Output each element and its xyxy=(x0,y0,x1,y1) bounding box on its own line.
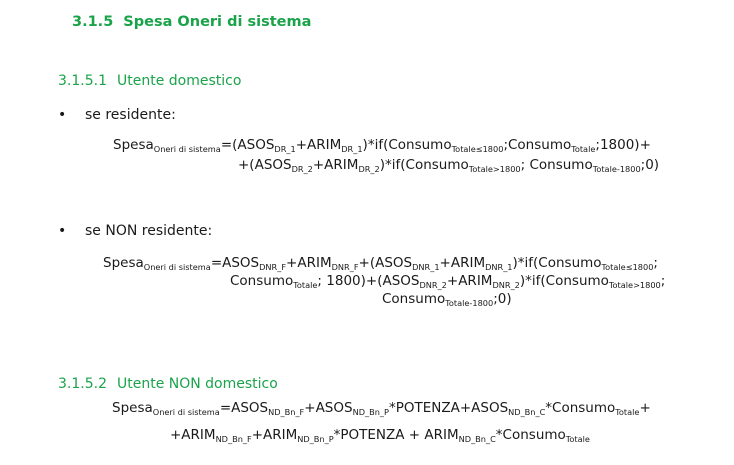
formula-text: + xyxy=(639,400,651,416)
bullet-residente: • se residente: xyxy=(58,107,176,123)
formula-non-domestico-line-2: +ARIMND_Bn_F+ARIMND_Bn_P*POTENZA + ARIMN… xyxy=(170,427,590,443)
formula-text: +ARIM xyxy=(170,427,216,443)
subsection-number: 3.1.5.1 xyxy=(58,73,107,89)
bullet-non-residente: • se NON residente: xyxy=(58,223,212,239)
formula-text: +ARIM xyxy=(312,157,359,173)
bullet-text: se residente: xyxy=(85,107,176,123)
formula-subscript: Oneri di sistema xyxy=(153,144,221,154)
formula-subscript: Totale xyxy=(615,407,640,417)
formula-subscript: Totale xyxy=(293,280,318,290)
formula-text: Consumo xyxy=(230,273,294,289)
formula-text: *POTENZA + ARIM xyxy=(333,427,459,443)
formula-residente-line-2: +(ASOSDR_2+ARIMDR_2)*if(ConsumoTotale>18… xyxy=(238,157,659,173)
formula-text: =(ASOS xyxy=(220,137,275,153)
formula-text: Spesa xyxy=(112,400,153,416)
formula-subscript: DNR_F xyxy=(331,262,359,272)
formula-subscript: ND_Bn_P xyxy=(352,407,389,417)
formula-text: )*if(Consumo xyxy=(519,273,609,289)
formula-non-residente-line-2: ConsumoTotale; 1800)+(ASOSDNR_2+ARIMDNR_… xyxy=(230,273,665,289)
formula-subscript: DR_1 xyxy=(341,144,363,154)
formula-subscript: DNR_1 xyxy=(412,262,440,272)
formula-subscript: Totale xyxy=(571,144,596,154)
formula-text: +ARIM xyxy=(286,255,332,271)
formula-text: ; 1800)+(ASOS xyxy=(317,273,420,289)
formula-subscript: Totale>1800 xyxy=(608,280,661,290)
formula-subscript: Totale>1800 xyxy=(468,164,521,174)
subsection-title: Utente NON domestico xyxy=(116,376,278,392)
formula-subscript: DNR_2 xyxy=(492,280,520,290)
formula-text: +ARIM xyxy=(251,427,298,443)
formula-non-domestico-line-1: SpesaOneri di sistema=ASOSND_Bn_F+ASOSND… xyxy=(112,400,651,416)
formula-text: ;1800)+ xyxy=(595,137,651,153)
subsection-title: Utente domestico xyxy=(116,73,242,89)
formula-subscript: DR_2 xyxy=(358,164,380,174)
formula-text: +(ASOS xyxy=(238,157,292,173)
section-heading: 3.1.5 Spesa Oneri di sistema xyxy=(72,14,311,30)
formula-text: +ARIM xyxy=(446,273,493,289)
formula-subscript: Oneri di sistema xyxy=(152,407,220,417)
subsection-number: 3.1.5.2 xyxy=(58,376,107,392)
formula-subscript: Totale xyxy=(565,434,590,444)
formula-subscript: Oneri di sistema xyxy=(143,262,211,272)
formula-subscript: ND_Bn_C xyxy=(508,407,546,417)
formula-subscript: Totale-1800 xyxy=(445,298,494,308)
formula-text: +ARIM xyxy=(439,255,486,271)
formula-residente-line-1: SpesaOneri di sistema=(ASOSDR_1+ARIMDR_1… xyxy=(113,137,651,153)
formula-text: +ASOS xyxy=(304,400,353,416)
formula-text: ;0) xyxy=(493,291,512,307)
formula-text: *Consumo xyxy=(495,427,566,443)
subsection-heading-non-domestic: 3.1.5.2 Utente NON domestico xyxy=(58,376,278,392)
formula-non-residente-line-1: SpesaOneri di sistema=ASOSDNR_F+ARIMDNR_… xyxy=(103,255,658,271)
formula-subscript: DR_1 xyxy=(274,144,296,154)
formula-text: ; Consumo xyxy=(520,157,593,173)
formula-text: )*if(Consumo xyxy=(379,157,469,173)
formula-text: Spesa xyxy=(113,137,154,153)
formula-non-residente-line-3: ConsumoTotale-1800;0) xyxy=(382,291,512,307)
formula-text: +ARIM xyxy=(295,137,342,153)
formula-text: =ASOS xyxy=(219,400,269,416)
formula-text: +(ASOS xyxy=(358,255,413,271)
formula-subscript: ND_Bn_C xyxy=(458,434,496,444)
formula-subscript: Totale≤1800 xyxy=(601,262,654,272)
bullet-text: se NON residente: xyxy=(85,223,213,239)
formula-text: ;Consumo xyxy=(503,137,572,153)
bullet-dot: • xyxy=(58,107,67,123)
bullet-dot: • xyxy=(58,223,67,239)
formula-subscript: DNR_2 xyxy=(419,280,447,290)
section-title: Spesa Oneri di sistema xyxy=(123,14,312,30)
formula-text: *POTENZA+ASOS xyxy=(388,400,509,416)
formula-text: )*if(Consumo xyxy=(512,255,602,271)
formula-subscript: ND_Bn_P xyxy=(297,434,334,444)
section-number: 3.1.5 xyxy=(72,14,114,30)
formula-text: =ASOS xyxy=(210,255,260,271)
formula-text: ; xyxy=(653,255,658,271)
subsection-heading-domestic: 3.1.5.1 Utente domestico xyxy=(58,73,241,89)
formula-subscript: DR_2 xyxy=(291,164,313,174)
formula-text: ; xyxy=(660,273,666,289)
formula-subscript: ND_Bn_F xyxy=(268,407,305,417)
formula-subscript: DNR_1 xyxy=(485,262,513,272)
formula-subscript: Totale-1800 xyxy=(592,164,641,174)
formula-text: )*if(Consumo xyxy=(362,137,452,153)
formula-text: Spesa xyxy=(103,255,144,271)
formula-text: ;0) xyxy=(640,157,660,173)
formula-subscript: ND_Bn_F xyxy=(215,434,252,444)
formula-text: Consumo xyxy=(382,291,446,307)
formula-subscript: Totale≤1800 xyxy=(451,144,504,154)
formula-subscript: DNR_F xyxy=(259,262,287,272)
formula-text: *Consumo xyxy=(545,400,616,416)
